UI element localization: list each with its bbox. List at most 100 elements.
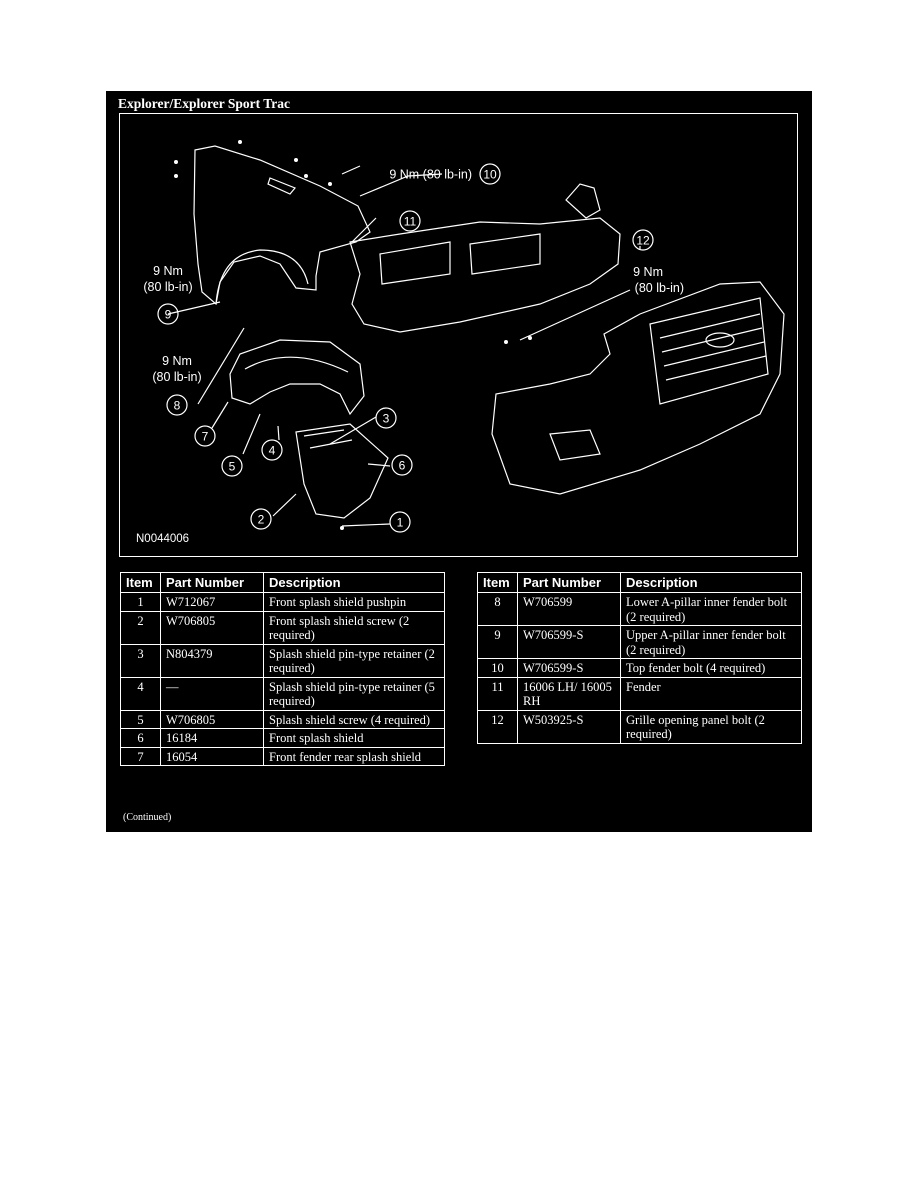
header-item: Item xyxy=(120,572,161,593)
cell-item: 5 xyxy=(120,709,161,729)
callout-3: 3 xyxy=(375,407,397,429)
header-part-number: Part Number xyxy=(160,572,264,593)
callout-2: 2 xyxy=(250,508,272,530)
svg-text:8: 8 xyxy=(174,399,181,413)
parts-diagram: 10 9 Nm (80 lb-in) 11 12 9 Nm (80 lb-in)… xyxy=(136,140,785,545)
svg-text:5: 5 xyxy=(229,460,236,474)
cell-part: 16054 xyxy=(160,746,264,766)
callout-1: 1 xyxy=(389,511,411,533)
svg-text:12: 12 xyxy=(636,234,650,248)
front-splash-shield-drawing xyxy=(295,423,389,519)
cell-part: 16006 LH/ 16005 RH xyxy=(517,676,621,711)
svg-text:3: 3 xyxy=(383,412,390,426)
torque-label-12-nm: 9 Nm xyxy=(633,265,663,279)
cell-desc: Splash shield pin-type retainer (2 requi… xyxy=(263,643,445,678)
cell-desc: Top fender bolt (4 required) xyxy=(620,658,802,678)
cell-part: N804379 xyxy=(160,643,264,678)
cell-desc: Grille opening panel bolt (2 required) xyxy=(620,709,802,744)
torque-label-8-lbin: (80 lb-in) xyxy=(152,370,201,384)
grille-drawing xyxy=(491,281,785,495)
cell-part: W706599 xyxy=(517,592,621,626)
cell-desc: Front splash shield xyxy=(263,728,445,748)
torque-label-8-nm: 9 Nm xyxy=(162,354,192,368)
cell-item: 10 xyxy=(477,658,518,678)
radiator-support-drawing xyxy=(349,217,621,333)
cell-item: 9 xyxy=(477,625,518,659)
callout-12: 12 9 Nm (80 lb-in) xyxy=(632,229,684,295)
continued-note: (Continued) xyxy=(123,812,172,823)
header-description: Description xyxy=(263,572,445,593)
figure-code: N0044006 xyxy=(136,533,189,545)
exploded-illustration: 10 9 Nm (80 lb-in) 11 12 9 Nm (80 lb-in)… xyxy=(119,113,798,557)
cell-desc: Splash shield pin-type retainer (5 requi… xyxy=(263,676,445,711)
svg-text:7: 7 xyxy=(202,430,209,444)
svg-text:6: 6 xyxy=(399,459,406,473)
svg-text:11: 11 xyxy=(404,215,417,229)
callout-9: 9 9 Nm (80 lb-in) xyxy=(143,264,193,325)
callout-8: 8 9 Nm (80 lb-in) xyxy=(152,354,202,416)
svg-text:10: 10 xyxy=(483,168,497,182)
header-part-number: Part Number xyxy=(517,572,621,593)
svg-text:4: 4 xyxy=(269,444,276,458)
figure-panel: Explorer/Explorer Sport Trac xyxy=(106,91,812,832)
torque-label-10: 9 Nm (80 lb-in) xyxy=(389,168,472,182)
callout-11: 11 xyxy=(399,210,421,232)
cell-desc: Front splash shield screw (2 required) xyxy=(263,610,445,645)
cell-part: W503925-S xyxy=(517,709,621,744)
callout-4: 4 xyxy=(261,439,283,461)
callout-6: 6 xyxy=(391,454,413,476)
cell-desc: Fender xyxy=(620,676,802,711)
torque-label-9-nm: 9 Nm xyxy=(153,264,183,278)
torque-label-12-lbin: (80 lb-in) xyxy=(635,281,684,295)
cell-desc: Lower A-pillar inner fender bolt (2 requ… xyxy=(620,592,802,626)
cell-item: 11 xyxy=(477,676,518,711)
cell-item: 2 xyxy=(120,610,161,645)
cell-desc: Upper A-pillar inner fender bolt (2 requ… xyxy=(620,625,802,659)
cell-desc: Splash shield screw (4 required) xyxy=(263,709,445,729)
callout-7: 7 xyxy=(194,425,216,447)
cell-part: W706599-S xyxy=(517,625,621,659)
figure-title: Explorer/Explorer Sport Trac xyxy=(118,96,290,111)
cell-part: W712067 xyxy=(160,592,264,612)
cell-part: W706805 xyxy=(160,610,264,645)
svg-text:2: 2 xyxy=(258,513,265,527)
table-header-row: Item Part Number Description xyxy=(477,572,802,593)
callout-10: 10 9 Nm (80 lb-in) xyxy=(389,163,501,185)
cell-desc: Front fender rear splash shield xyxy=(263,746,445,766)
cell-item: 12 xyxy=(477,709,518,744)
fender-drawing xyxy=(193,145,371,306)
cell-item: 6 xyxy=(120,728,161,748)
header-item: Item xyxy=(477,572,518,593)
table-header-row: Item Part Number Description xyxy=(120,572,445,593)
cell-part: W706805 xyxy=(160,709,264,729)
svg-text:1: 1 xyxy=(397,516,404,530)
torque-label-9-lbin: (80 lb-in) xyxy=(143,280,192,294)
header-description: Description xyxy=(620,572,802,593)
splash-shield-drawing xyxy=(229,339,365,416)
cell-part: — xyxy=(160,676,264,711)
cell-item: 8 xyxy=(477,592,518,626)
svg-text:9: 9 xyxy=(165,308,172,322)
cell-part: 16184 xyxy=(160,728,264,748)
callout-5: 5 xyxy=(221,455,243,477)
cell-item: 3 xyxy=(120,643,161,678)
cell-desc: Front splash shield pushpin xyxy=(263,592,445,612)
table-row: 4—Splash shield pin-type retainer (5 req… xyxy=(120,676,445,711)
cell-part: W706599-S xyxy=(517,658,621,678)
cell-item: 7 xyxy=(120,746,161,766)
cell-item: 1 xyxy=(120,592,161,612)
cell-item: 4 xyxy=(120,676,161,711)
